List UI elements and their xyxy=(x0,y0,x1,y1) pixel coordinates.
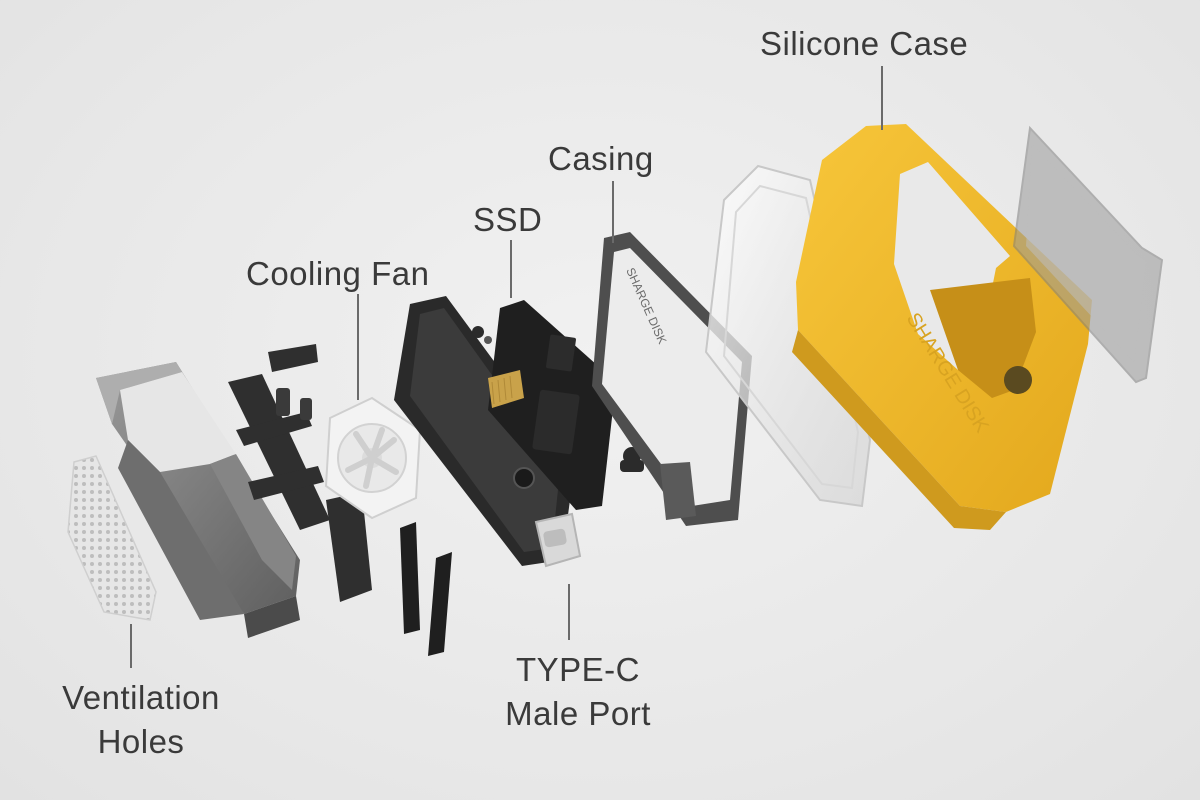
thermal-strips xyxy=(400,522,452,656)
casing-leader-line xyxy=(612,181,614,243)
ventilation-holes-label-line2: Holes xyxy=(97,723,185,760)
silicone-case-label: Silicone Case xyxy=(760,25,969,62)
inner-tray xyxy=(394,296,574,566)
cooling-fan-leader-line xyxy=(357,294,359,400)
silicone-case: SHARGE DISK xyxy=(792,124,1092,530)
ventilation-holes-label-line1: Ventilation xyxy=(62,679,220,716)
glass-panel xyxy=(1012,125,1164,384)
ssd-label: SSD xyxy=(473,201,543,238)
typec-port-label-line1: TYPE-C xyxy=(515,651,640,688)
typec-connector xyxy=(534,512,582,568)
typec-port-label-line2: Male Port xyxy=(505,695,651,732)
ssd-leader-line xyxy=(510,240,512,298)
cooling-fan-label: Cooling Fan xyxy=(246,255,430,292)
transparent-cover xyxy=(704,164,872,508)
casing-frame: SHARGE DISK xyxy=(592,232,752,526)
casing-label: Casing xyxy=(548,140,654,177)
cooling-fan xyxy=(324,396,422,520)
typec-port-label: TYPE-C Male Port xyxy=(486,648,670,736)
ventilation-holes-plate xyxy=(67,455,157,621)
typec-port-leader-line xyxy=(568,584,570,640)
internal-bracket xyxy=(228,344,372,602)
metal-housing xyxy=(96,362,300,638)
ventilation-holes-leader-line xyxy=(130,624,132,668)
ventilation-holes-label: Ventilation Holes xyxy=(30,676,252,764)
silicone-case-leader-line xyxy=(881,66,883,130)
ssd-board xyxy=(488,300,616,510)
